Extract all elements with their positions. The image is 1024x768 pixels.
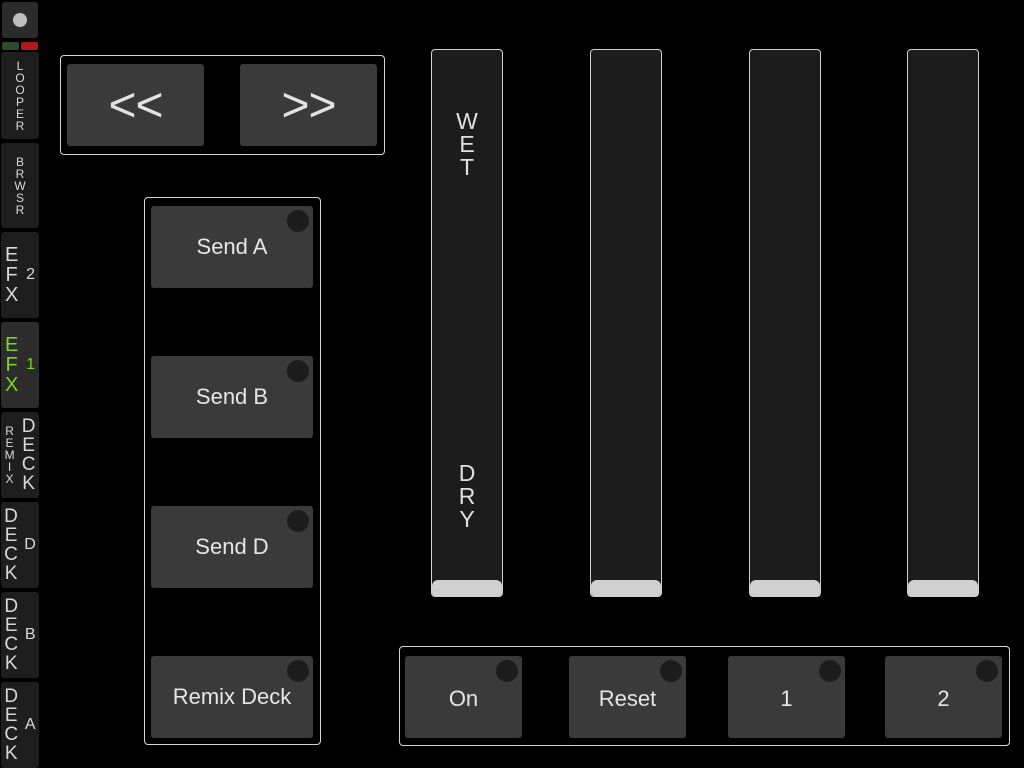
button-2-label: 2 [937, 686, 950, 711]
send-a-button[interactable]: Send A [151, 206, 313, 288]
led-indicator-icon [287, 360, 309, 382]
send-d-button[interactable]: Send D [151, 506, 313, 588]
tab-efx-1-number: 1 [26, 356, 36, 373]
circle-icon [13, 13, 27, 27]
send-b-button[interactable]: Send B [151, 356, 313, 438]
on-button[interactable]: On [405, 656, 522, 738]
status-indicator-left [2, 42, 19, 50]
fader-4[interactable] [907, 49, 979, 597]
fader-3[interactable] [749, 49, 821, 597]
tab-deck-a-letter: A [24, 716, 36, 733]
previous-button[interactable]: << [67, 64, 204, 146]
tab-deck-b-letter: B [24, 626, 36, 643]
reset-label: Reset [598, 686, 657, 711]
button-1[interactable]: 1 [728, 656, 845, 738]
fader-2[interactable] [590, 49, 662, 597]
reset-button[interactable]: Reset [569, 656, 686, 738]
button-2[interactable]: 2 [885, 656, 1002, 738]
nav-group [60, 55, 385, 155]
led-indicator-icon [660, 660, 682, 682]
fader-handle[interactable] [908, 580, 978, 596]
next-button[interactable]: >> [240, 64, 377, 146]
on-label: On [448, 686, 479, 711]
effect-button-group [399, 646, 1010, 746]
record-toggle-button[interactable] [2, 2, 38, 38]
send-d-label: Send D [195, 534, 269, 559]
send-group [144, 197, 321, 745]
led-indicator-icon [287, 660, 309, 682]
send-a-label: Send A [196, 234, 268, 259]
send-b-label: Send B [195, 384, 269, 409]
led-indicator-icon [287, 210, 309, 232]
led-indicator-icon [819, 660, 841, 682]
led-indicator-icon [976, 660, 998, 682]
status-indicator-right [21, 42, 38, 50]
fader-handle[interactable] [432, 580, 502, 596]
remix-deck-label: Remix Deck [172, 684, 292, 709]
led-indicator-icon [287, 510, 309, 532]
tab-deck-d-letter: D [24, 536, 36, 553]
fader-handle[interactable] [591, 580, 661, 596]
led-indicator-icon [496, 660, 518, 682]
button-1-label: 1 [780, 686, 793, 711]
remix-deck-button[interactable]: Remix Deck [151, 656, 313, 738]
fader-handle[interactable] [750, 580, 820, 596]
tab-efx-2-number: 2 [26, 266, 36, 283]
